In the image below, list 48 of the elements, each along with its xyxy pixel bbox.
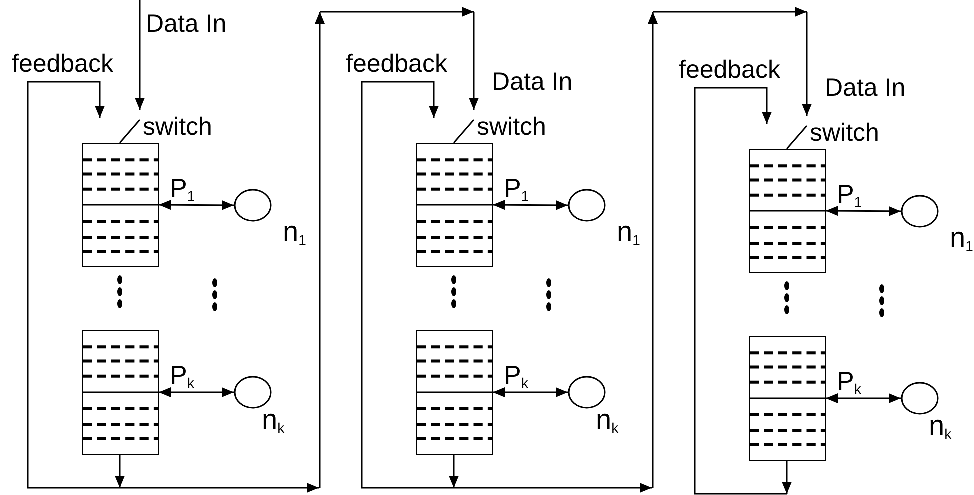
edge-label: feedback [346,52,448,77]
arrow [159,200,234,210]
queue-box [82,143,159,267]
edge-label: Data In [146,12,227,37]
queue-box [82,330,159,455]
queue-box [416,143,493,267]
arrow [493,388,568,398]
arrow [782,461,792,494]
arrow [826,394,901,404]
arrow [120,7,479,493]
node-caption: switch [143,115,212,140]
arrow [159,388,234,398]
circle-node [234,376,272,409]
queue-box [749,336,826,461]
edge-label: P$_{1}$ [837,181,862,207]
node-caption: n$_{k}$ [929,412,952,440]
edge-label: feedback [679,58,780,83]
queue-box [416,330,493,455]
arrow [115,455,125,488]
node-caption: n$_{1}$ [617,218,640,246]
arrow [493,200,568,210]
edge-label: P$_{k}$ [837,368,862,394]
node-caption: n$_{1}$ [283,218,306,246]
arrow [826,206,901,216]
edge-label: P$_{k}$ [504,362,528,388]
arrow [361,81,454,489]
circle-node [901,382,939,415]
arrow [449,455,459,488]
edge-label: P$_{1}$ [170,175,196,201]
queue-box [749,149,826,273]
edge-label: Data In [825,76,906,101]
node-caption: n$_{k}$ [596,406,619,434]
arrow [454,7,812,493]
edge-label: feedback [12,52,114,77]
circle-node [568,189,606,222]
node-caption: n$_{k}$ [262,406,285,434]
edge-label: Data In [492,70,573,95]
arrow [694,87,787,495]
arrow [135,0,145,110]
edge-label: P$_{k}$ [170,362,194,388]
circle-node [568,376,606,409]
circle-node [234,189,272,222]
node-caption: switch [810,121,880,146]
node-caption: switch [477,115,546,140]
arrow [27,81,120,489]
node-caption: n$_{1}$ [950,224,974,252]
edge-label: P$_{1}$ [504,175,530,201]
circle-node [901,195,939,228]
